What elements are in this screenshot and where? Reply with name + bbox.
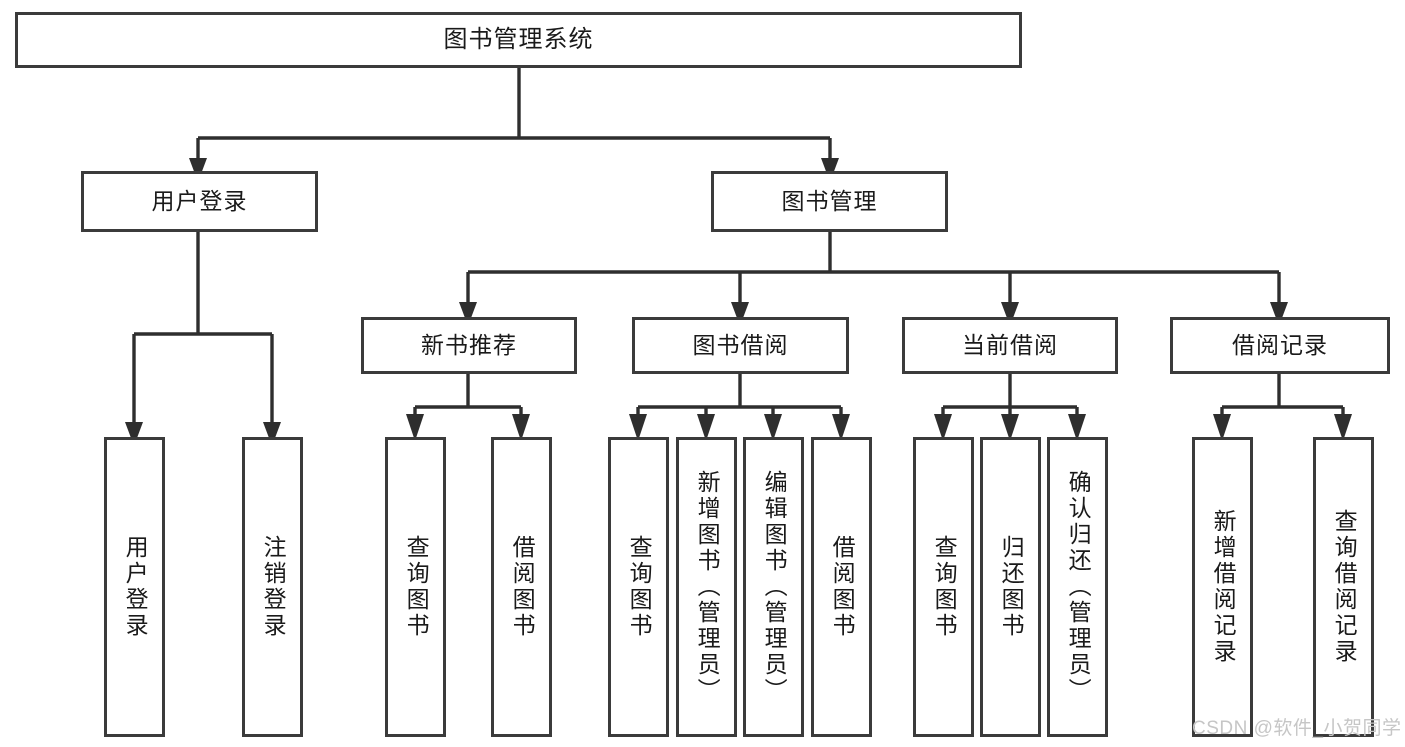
node-user-login[interactable]: 用户登录 bbox=[81, 171, 318, 232]
node-leaf-borrow-book-2-label: 借阅图书 bbox=[829, 535, 856, 639]
node-new-book-recommend-label: 新书推荐 bbox=[421, 331, 517, 358]
node-borrow-record-label: 借阅记录 bbox=[1232, 331, 1328, 358]
node-new-book-recommend[interactable]: 新书推荐 bbox=[361, 317, 577, 374]
node-book-borrow[interactable]: 图书借阅 bbox=[632, 317, 849, 374]
node-leaf-user-login[interactable]: 用户登录 bbox=[104, 437, 165, 737]
node-leaf-add-book-label: 新增图书（管理员） bbox=[694, 470, 721, 704]
node-leaf-add-record-label: 新增借阅记录 bbox=[1210, 509, 1237, 665]
node-book-management[interactable]: 图书管理 bbox=[711, 171, 948, 232]
node-leaf-edit-book-label: 编辑图书（管理员） bbox=[761, 470, 788, 704]
node-leaf-borrow-book-2[interactable]: 借阅图书 bbox=[811, 437, 872, 737]
node-leaf-return-book-label: 归还图书 bbox=[998, 535, 1025, 639]
node-leaf-borrow-book-1[interactable]: 借阅图书 bbox=[491, 437, 552, 737]
node-borrow-record[interactable]: 借阅记录 bbox=[1170, 317, 1390, 374]
node-leaf-query-record-label: 查询借阅记录 bbox=[1331, 509, 1358, 665]
node-leaf-borrow-book-1-label: 借阅图书 bbox=[509, 535, 536, 639]
node-leaf-query-book-2[interactable]: 查询图书 bbox=[608, 437, 669, 737]
node-book-management-label: 图书管理 bbox=[781, 187, 878, 214]
node-leaf-query-book-1[interactable]: 查询图书 bbox=[385, 437, 446, 737]
node-leaf-query-book-3-label: 查询图书 bbox=[931, 535, 958, 639]
node-leaf-logout-login[interactable]: 注销登录 bbox=[242, 437, 303, 737]
node-leaf-return-book[interactable]: 归还图书 bbox=[980, 437, 1041, 737]
node-leaf-query-book-1-label: 查询图书 bbox=[403, 535, 430, 639]
node-leaf-query-book-3[interactable]: 查询图书 bbox=[913, 437, 974, 737]
node-leaf-add-book[interactable]: 新增图书（管理员） bbox=[676, 437, 737, 737]
node-leaf-add-record[interactable]: 新增借阅记录 bbox=[1192, 437, 1253, 737]
node-current-borrow[interactable]: 当前借阅 bbox=[902, 317, 1118, 374]
node-book-borrow-label: 图书借阅 bbox=[692, 331, 789, 358]
node-root-label: 图书管理系统 bbox=[443, 25, 594, 53]
node-root[interactable]: 图书管理系统 bbox=[15, 12, 1022, 68]
node-leaf-user-login-label: 用户登录 bbox=[122, 535, 149, 639]
node-leaf-confirm-return-label: 确认归还（管理员） bbox=[1065, 470, 1092, 704]
node-leaf-confirm-return[interactable]: 确认归还（管理员） bbox=[1047, 437, 1108, 737]
watermark: CSDN @软件_小贺同学 bbox=[1192, 718, 1402, 739]
node-current-borrow-label: 当前借阅 bbox=[962, 331, 1058, 358]
node-user-login-label: 用户登录 bbox=[151, 187, 248, 214]
node-leaf-query-record[interactable]: 查询借阅记录 bbox=[1313, 437, 1374, 737]
node-leaf-logout-login-label: 注销登录 bbox=[260, 535, 287, 639]
node-leaf-edit-book[interactable]: 编辑图书（管理员） bbox=[743, 437, 804, 737]
node-leaf-query-book-2-label: 查询图书 bbox=[626, 535, 653, 639]
